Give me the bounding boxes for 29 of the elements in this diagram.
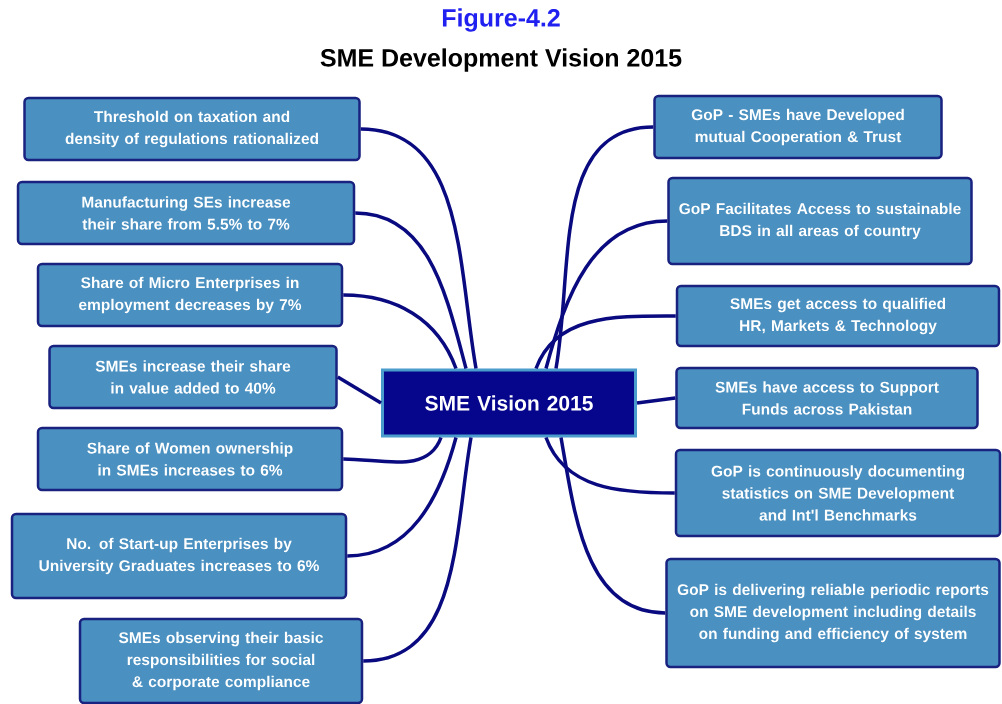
goal-box: Threshold on taxation and density of regulations rationalized xyxy=(23,96,361,162)
title: SME Development Vision 2015 xyxy=(320,48,682,72)
goal-box: GoP is delivering reliable periodic reports on SME development including details on funding and efficiency of system xyxy=(665,557,1001,669)
connector-line xyxy=(534,314,676,370)
goal-box: SMEs observing their basic responsibilities for social & corporate compliance xyxy=(78,617,364,704)
connector-line xyxy=(554,125,654,369)
goal-box: Share of Women ownership in SMEs increases to 6% xyxy=(36,426,344,492)
central-box: SME Vision 2015 xyxy=(381,368,637,438)
connector-line xyxy=(544,436,675,495)
figure-number: Figure-4.2 xyxy=(442,8,560,32)
connector-line xyxy=(347,437,458,558)
connector-line xyxy=(360,127,478,369)
connector-line xyxy=(355,211,468,369)
connector-line xyxy=(343,293,458,370)
connector-line xyxy=(636,396,676,405)
connector-line xyxy=(343,436,443,464)
goal-box: SMEs increase their share in value added to 40% xyxy=(48,344,338,410)
goal-box: SMEs get access to qualified HR, Markets & Technology xyxy=(675,284,1001,348)
connector-line xyxy=(363,437,473,663)
goal-box: GoP Facilitates Access to sustainable BDS in all areas of country xyxy=(667,176,973,266)
goal-box: Share of Micro Enterprises in employment decreases by 7% xyxy=(36,262,344,328)
goal-box: GoP - SMEs have Developed mutual Cooperation & Trust xyxy=(653,94,943,160)
connector-line xyxy=(544,219,668,369)
goal-box: Manufacturing SEs increase their share from 5.5% to 7% xyxy=(16,180,356,246)
connector-line xyxy=(336,375,382,405)
connector-line xyxy=(559,437,666,615)
goal-box: No. of Start-up Enterprises by University Graduates increases to 6% xyxy=(10,512,348,600)
goal-box: SMEs have access to Support Funds across Pakistan xyxy=(675,366,979,430)
goal-box: GoP is continuously documenting statistics on SME Development and Int'l Benchmarks xyxy=(674,448,1002,538)
